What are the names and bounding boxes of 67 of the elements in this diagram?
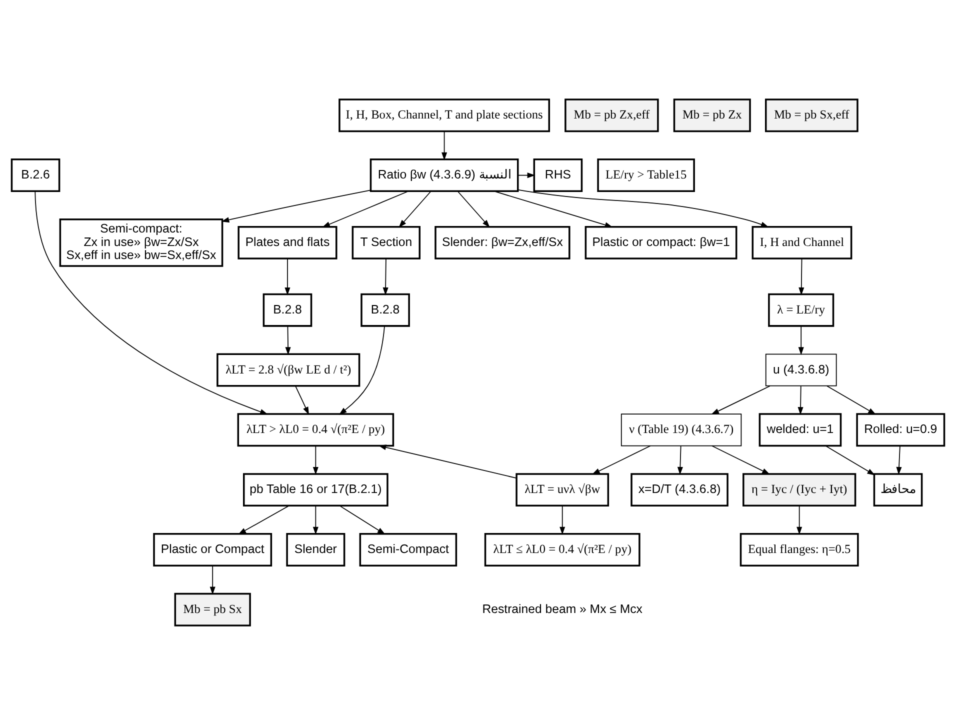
- arrow: [312, 505, 318, 534]
- arrow: [518, 172, 536, 178]
- node-box: Rolled: u=0.9: [856, 412, 946, 446]
- arrow: [798, 325, 804, 355]
- node-box: λLT = uνλ √βw: [516, 472, 610, 506]
- node-box: Semi-Compact: [359, 532, 458, 566]
- arrow: [826, 385, 876, 414]
- node-box: welded: u=1: [758, 412, 842, 446]
- arrow: [210, 564, 216, 594]
- arrow: [677, 445, 683, 474]
- node-box: λLT > λL0 = 0.4 √(π²E / py): [237, 412, 394, 446]
- node-box: λ = LE/ry: [768, 292, 834, 326]
- arrow: [825, 444, 876, 475]
- arrow: [592, 444, 651, 474]
- node-box: Mb = pb Sx,eff: [764, 98, 858, 132]
- node-box: ν (Table 19) (4.3.6.7): [620, 413, 742, 446]
- arrow: [322, 190, 409, 227]
- node-box: Plates and flats: [238, 225, 338, 259]
- arrow: [285, 325, 291, 355]
- node-box: Semi-compact: Zx in use» βw=Zx/Sx Sx,eff in use» bw=Sx,eff/Sx: [59, 218, 224, 266]
- arrow: [798, 258, 804, 295]
- node-box: B.2.8: [262, 292, 312, 326]
- arrow: [378, 444, 517, 478]
- arrow: [518, 188, 769, 227]
- arrow: [284, 258, 290, 295]
- arrow: [560, 505, 566, 534]
- node-box: Plastic or Compact: [153, 532, 272, 566]
- arrow: [338, 325, 385, 414]
- node-box: I, H, Box, Channel, T and plate sections: [338, 98, 550, 132]
- arrow: [711, 385, 770, 414]
- arrow: [798, 385, 804, 414]
- arrow: [796, 505, 802, 534]
- node-box: B.2.8: [360, 292, 410, 326]
- node-box: η = Iyc / (Iyc + Iyt): [742, 472, 856, 506]
- arrow: [398, 190, 432, 228]
- arrow: [221, 189, 372, 222]
- arrow: [494, 190, 613, 228]
- node-box: RHS: [533, 158, 583, 192]
- node-box: Ratio βw النسبة (4.3.6.9): [370, 158, 519, 192]
- arrow: [295, 385, 310, 414]
- arrow: [442, 130, 448, 160]
- arrow: [382, 258, 388, 295]
- node-box: T Section: [352, 225, 421, 259]
- arrow: [339, 504, 386, 534]
- node-box: محافظ: [873, 472, 923, 506]
- node-box: λLT = 2.8 √(βw LE d / t²): [216, 352, 360, 386]
- node-box: x=D/T (4.3.6.8): [630, 472, 728, 506]
- node-box: pb Table 16 or 17(B.2.1): [243, 472, 388, 506]
- node-box: B.2.6: [10, 158, 60, 192]
- arrow: [896, 445, 902, 474]
- node-box: LE/ry > Table15: [597, 158, 695, 192]
- node-box: Mb = pb Zx: [673, 98, 751, 132]
- node-box: u (4.3.6.8): [765, 353, 837, 386]
- node-box: Slender: [286, 532, 346, 566]
- node-box: Slender: βw=Zx,eff/Sx: [434, 225, 570, 259]
- node-box: Equal flanges: η=0.5: [740, 532, 859, 566]
- node-box: Mb = pb Sx: [174, 592, 251, 626]
- arrow: [34, 190, 268, 414]
- node-box: Mb = pb Zx,eff: [564, 98, 659, 132]
- label: Restrained beam » Mx ≤ Mcx: [482, 601, 642, 616]
- arrow: [312, 445, 318, 474]
- arrow: [238, 504, 290, 534]
- node-box: I, H and Channel: [752, 225, 852, 259]
- arrow: [712, 444, 770, 474]
- node-box: λLT ≤ λL0 = 0.4 √(π²E / py): [484, 532, 640, 566]
- node-box: Plastic or compact: βw=1: [584, 225, 738, 259]
- arrow: [457, 190, 490, 228]
